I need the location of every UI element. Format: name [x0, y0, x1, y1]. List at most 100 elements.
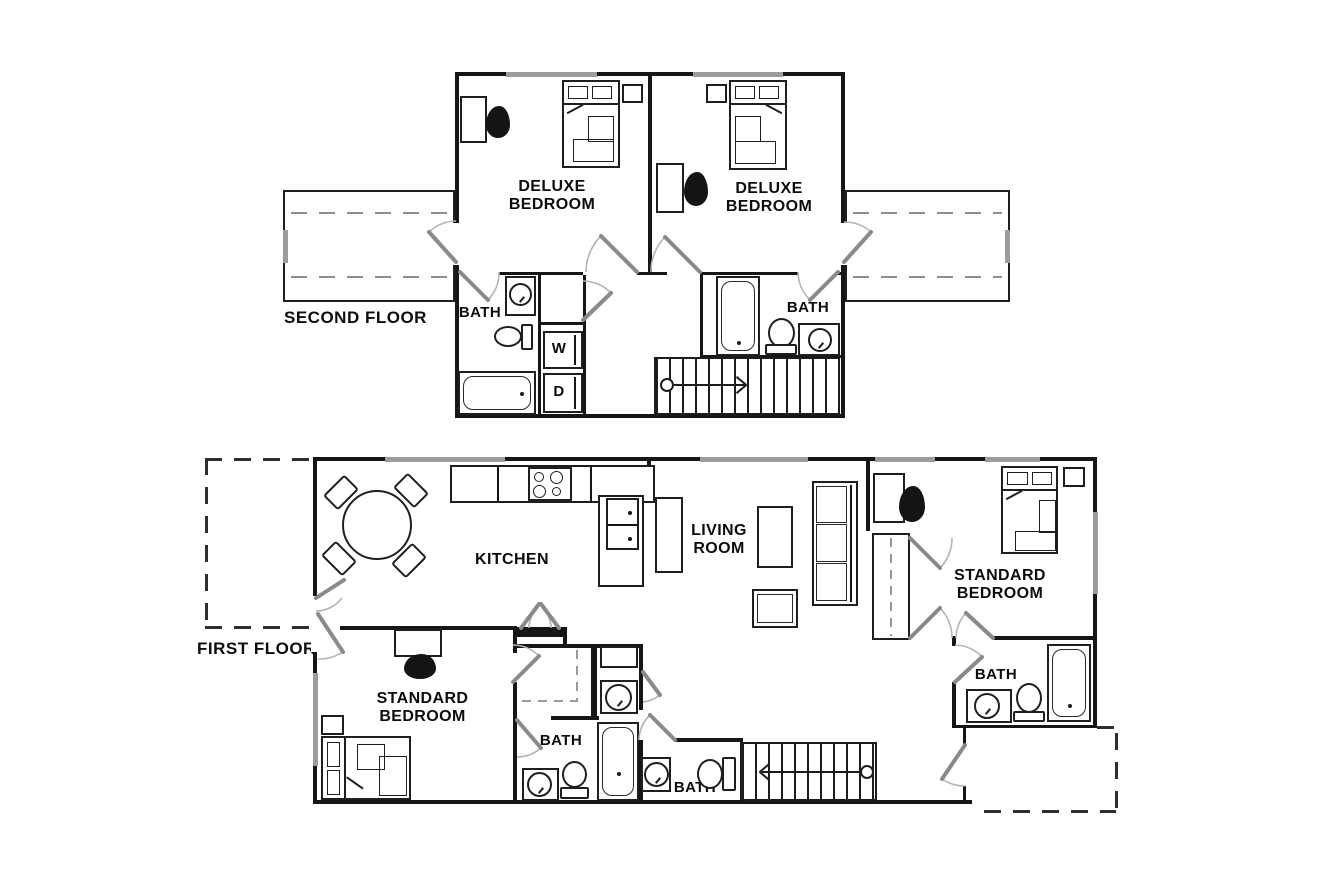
room-label-standard-bedroom-left: STANDARD BEDROOM	[376, 690, 469, 726]
room-label-kitchen: KITCHEN	[475, 551, 549, 568]
washer-detail	[574, 335, 576, 365]
wall-bedroom1-north	[340, 626, 517, 630]
patio-top-edge	[205, 458, 313, 461]
nightstand	[321, 715, 344, 735]
bathtub	[716, 276, 760, 356]
desk-chair	[404, 654, 436, 679]
sink	[808, 328, 832, 352]
wall	[499, 272, 583, 275]
washer-box	[543, 331, 583, 369]
wall-patio-left	[963, 725, 966, 745]
wall	[583, 275, 586, 415]
patio-left-edge	[205, 458, 208, 628]
room-label-deluxe-bedroom-left: DELUXE BEDROOM	[508, 178, 596, 214]
wall	[700, 272, 798, 275]
desk	[873, 473, 905, 523]
wall	[637, 272, 667, 275]
first-floor-label: FIRST FLOOR	[197, 639, 316, 658]
room-label-bath-middle: BATH	[539, 732, 583, 749]
desk	[394, 629, 442, 657]
stairs-arrow-origin	[860, 765, 874, 779]
closet-rod	[522, 700, 578, 702]
desk	[656, 163, 684, 213]
sink	[509, 283, 532, 306]
dryer-label: D	[553, 383, 565, 400]
wall	[538, 275, 541, 415]
desk-chair	[486, 106, 510, 138]
window	[313, 673, 318, 766]
window	[700, 457, 808, 462]
toilet-tank	[521, 324, 533, 350]
balcony-right-rail	[853, 276, 1002, 278]
kitchen-sink	[606, 498, 639, 550]
balcony-right-window	[1005, 230, 1010, 263]
wall-vanity-east	[639, 644, 643, 710]
wall	[700, 275, 703, 358]
window	[985, 457, 1040, 462]
desk-chair	[899, 486, 925, 522]
nightstand	[1063, 467, 1085, 487]
wall-bath-right-west	[952, 636, 956, 646]
wall-bedroom1-east	[513, 628, 517, 653]
desk	[460, 96, 487, 143]
toilet-tank	[1013, 711, 1045, 722]
dryer-box	[543, 373, 583, 413]
wall-jog	[563, 627, 567, 648]
wall-closet-north	[517, 644, 643, 648]
stairs-arrow-line	[762, 771, 862, 773]
wall-halfbath-north	[675, 738, 743, 742]
nightstand	[622, 84, 643, 103]
balcony-left-window	[283, 230, 288, 263]
stairs-arrow-origin	[660, 378, 674, 392]
patio2-right-edge	[1115, 733, 1118, 812]
bed	[1001, 466, 1058, 554]
toilet	[697, 759, 723, 789]
counter-divider	[590, 467, 592, 501]
wardrobe-rod	[890, 538, 892, 636]
sink	[527, 772, 552, 797]
balcony-left	[283, 190, 455, 302]
stove	[528, 467, 572, 501]
door-opening	[839, 223, 848, 265]
stairs	[654, 357, 840, 415]
room-label-bath-right: BATH	[974, 666, 1018, 683]
wall-bath-bottom	[952, 725, 1097, 728]
window	[385, 457, 505, 462]
wall	[700, 355, 843, 358]
wall-patio-left	[963, 786, 966, 803]
ottoman	[752, 589, 798, 628]
sofa	[812, 481, 858, 606]
door-opening	[452, 223, 461, 265]
room-label-bath-right-sf: BATH	[786, 299, 830, 316]
window	[693, 72, 783, 77]
wall-hall-casing	[517, 627, 563, 637]
wall-bedroom1-east	[513, 682, 517, 802]
washer-label: W	[551, 340, 567, 357]
window	[875, 457, 935, 462]
sink	[974, 693, 1000, 719]
bed	[321, 736, 411, 800]
room-label-living-room: LIVING ROOM	[691, 522, 747, 558]
room-label-bath-left: BATH	[458, 304, 502, 321]
toilet-tank	[765, 344, 797, 355]
door-opening	[311, 596, 320, 652]
bathtub	[1047, 644, 1091, 722]
toilet	[562, 761, 587, 788]
vanity-cabinet	[600, 646, 638, 668]
balcony-right-rail	[853, 212, 1002, 214]
patio2-top-edge	[1097, 726, 1117, 729]
bathtub	[597, 722, 639, 801]
toilet-tank	[722, 757, 736, 791]
wall	[541, 322, 583, 325]
wall-bedroom2-south	[993, 636, 1095, 640]
coffee-table	[757, 506, 793, 568]
patio-bottom-edge	[205, 626, 313, 629]
wall-bath-north	[551, 716, 599, 720]
counter-divider	[497, 467, 499, 501]
wall-living-east	[866, 461, 870, 531]
wall	[648, 76, 652, 272]
second-floor-label: SECOND FLOOR	[284, 308, 427, 327]
room-label-deluxe-bedroom-right: DELUXE BEDROOM	[725, 180, 813, 216]
sink	[605, 684, 632, 711]
